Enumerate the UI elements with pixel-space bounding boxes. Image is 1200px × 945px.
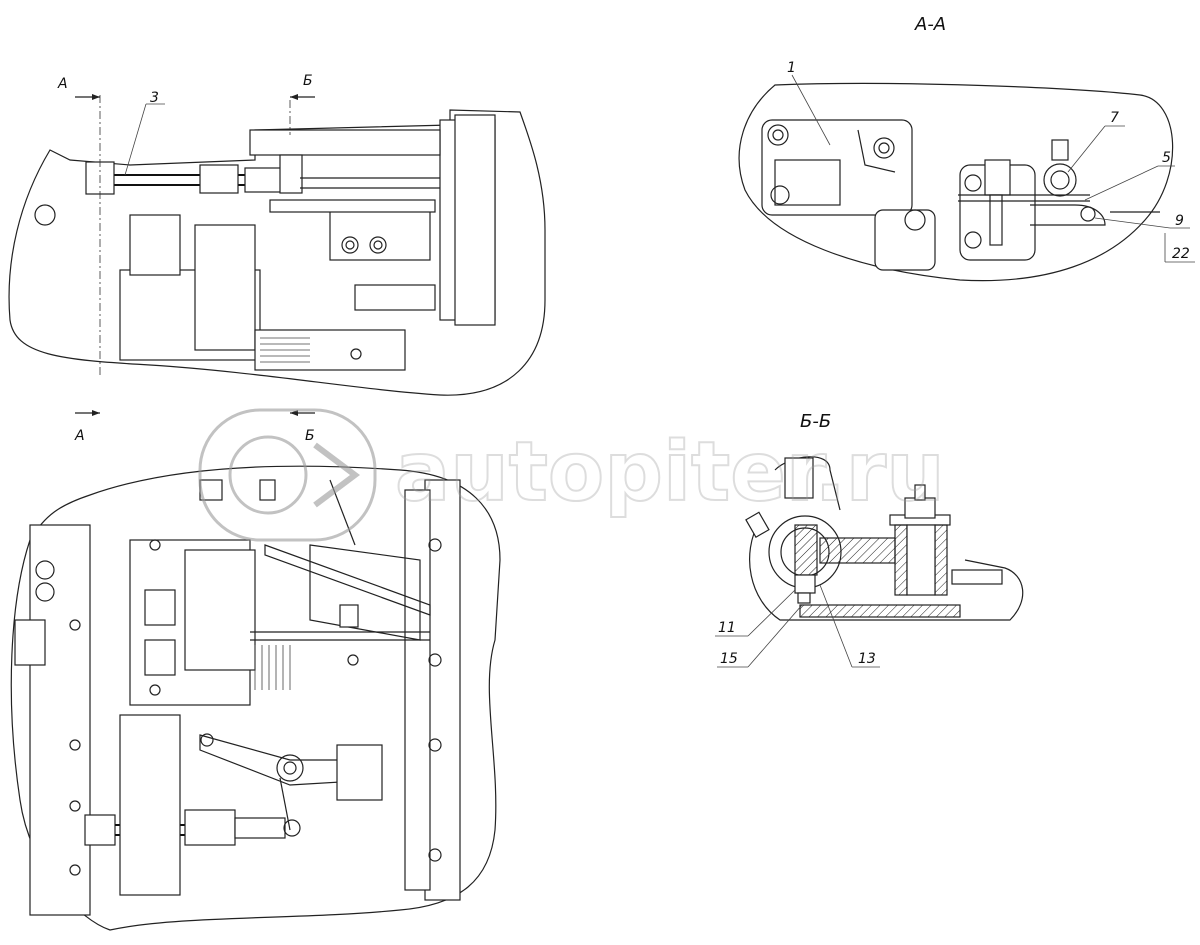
- section-aa-view: [738, 82, 1174, 282]
- cut-label-a-top: А: [57, 76, 68, 92]
- cut-label-b-top: Б: [303, 73, 313, 89]
- callout-22: 22: [1164, 233, 1195, 263]
- callout-label-7: 7: [1110, 110, 1119, 126]
- callout-3: 3: [124, 90, 165, 176]
- section-title-bb: Б-Б: [800, 411, 831, 432]
- callout-5: 5: [1084, 150, 1175, 201]
- callout-13: 13: [819, 584, 880, 668]
- callout-15: 15: [717, 604, 803, 668]
- callout-9: 9: [1094, 213, 1190, 229]
- callout-label-3: 3: [150, 90, 159, 106]
- cut-marker-b-top: Б: [290, 73, 315, 100]
- callout-label-1: 1: [787, 60, 796, 76]
- callout-label-9: 9: [1175, 213, 1184, 229]
- section-bb-view: [745, 456, 1024, 621]
- cut-label-a-bottom: А: [74, 428, 85, 444]
- watermark: autopiter.ru: [198, 408, 946, 542]
- cut-marker-a-bottom: А: [74, 410, 100, 444]
- bottom-view: [10, 465, 501, 931]
- callout-11: 11: [715, 589, 796, 637]
- callout-1: 1: [787, 60, 831, 146]
- cut-marker-a-top: А: [57, 76, 100, 100]
- cut-label-b-bottom: Б: [305, 428, 315, 444]
- top-view: [8, 95, 546, 396]
- callout-7: 7: [1067, 110, 1125, 173]
- callout-label-5: 5: [1162, 150, 1171, 166]
- callout-label-22: 22: [1172, 246, 1190, 262]
- section-title-aa: А-А: [914, 14, 946, 35]
- callout-label-11: 11: [718, 620, 736, 636]
- callout-label-13: 13: [858, 651, 876, 667]
- cut-marker-b-bottom: Б: [290, 410, 315, 444]
- callout-label-15: 15: [720, 651, 738, 667]
- watermark-text: autopiter.ru: [395, 425, 945, 520]
